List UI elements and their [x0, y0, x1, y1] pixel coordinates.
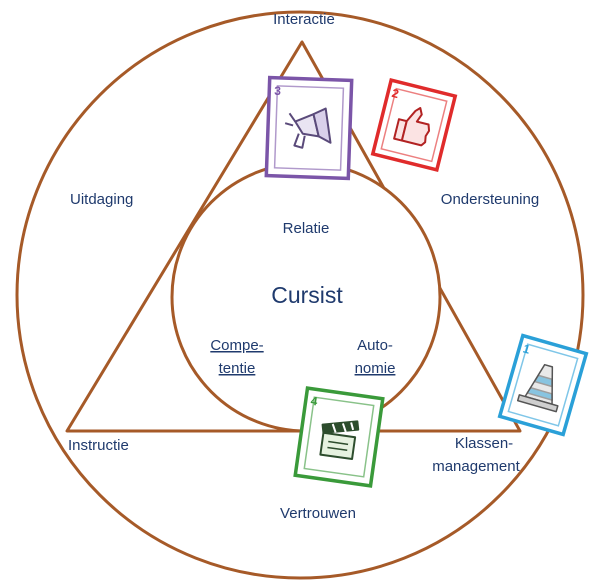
competentie-label-line2: tentie [219, 360, 256, 377]
clapperboard-icon [319, 420, 360, 461]
outer-circle [15, 10, 585, 580]
traffic-cone-icon [516, 363, 559, 413]
card-1: 1 [497, 333, 589, 437]
klassen-label-line2: management [432, 458, 520, 475]
card-2: 2 [370, 78, 458, 172]
card-4: 4 [293, 386, 385, 488]
autonomie-label-line2: nomie [355, 360, 396, 377]
klassen-label-line1: Klassen- [455, 435, 513, 452]
card-3-number: 3 [274, 84, 281, 98]
card-1-number: 1 [521, 341, 532, 356]
relatie-label: Relatie [283, 220, 330, 237]
interactie-label: Interactie [273, 11, 335, 28]
card-3: 3 [264, 75, 354, 181]
vertrouwen-label: Vertrouwen [280, 505, 356, 522]
autonomie-label-line1: Auto- [357, 337, 393, 354]
card-4-number: 4 [310, 394, 319, 409]
thumbs-up-icon [393, 107, 431, 147]
competentie-label-line1: Compe- [210, 337, 263, 354]
card-2-number: 2 [390, 86, 400, 101]
uitdaging-label: Uitdaging [70, 191, 133, 208]
center-label: Cursist [271, 282, 343, 308]
megaphone-icon [284, 107, 332, 149]
ondersteuning-label: Ondersteuning [441, 191, 539, 208]
instructie-label: Instructie [68, 437, 129, 454]
